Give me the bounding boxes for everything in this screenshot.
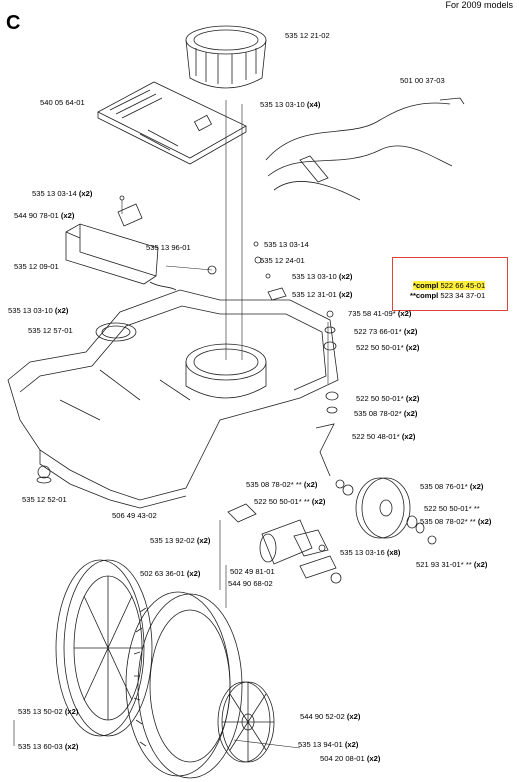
part-label: 535 13 03-10 (x4) [260,100,321,109]
callout-line-1-part: 522 66 45-01 [440,281,486,290]
part-label: 535 13 94-01 (x2) [298,740,359,749]
part-label: 535 08 76-01* (x2) [420,482,484,491]
tire [125,591,243,779]
part-label: 535 13 03-16 (x8) [340,548,401,557]
motor-assembly [227,503,342,584]
part-label: 521 93 31-01* ** (x2) [416,560,488,569]
part-label: 522 50 50-01* ** (x2) [254,497,326,506]
part-label: 502 49 81-01 [230,567,275,576]
part-label: 544 90 68-02 [228,579,273,588]
part-label: 506 49 43-02 [112,511,157,520]
part-label: 522 73 66-01* (x2) [354,327,418,336]
chassis-body [7,289,339,509]
complete-assembly-callout: *compl 522 66 45-01 **compl 523 34 37-01 [392,257,508,311]
wiring-harness [265,97,465,201]
callout-line-2: **compl 523 34 37-01 [410,291,485,300]
wheel-rim [55,559,153,737]
part-label: 540 05 64-01 [40,98,85,107]
part-label: 535 13 50-02 (x2) [18,707,79,716]
part-label: 544 90 78-01 (x2) [14,211,75,220]
hub-cap [217,681,275,763]
axle-hardware [315,310,354,496]
leader-lines [13,100,329,749]
part-label: 522 50 50-01* (x2) [356,394,420,403]
part-label: 535 12 52-01 [22,495,67,504]
part-label: 522 50 48-01* (x2) [352,432,416,441]
battery-pack [65,223,177,291]
callout-line-2-part: 523 34 37-01 [440,291,486,300]
part-label: 535 13 92-02 (x2) [150,536,211,545]
part-label: 735 58 41-09* (x2) [348,309,412,318]
rear-wheel [355,477,437,545]
models-note: For 2009 models [445,0,513,10]
part-label: 535 08 78-02* ** (x2) [420,517,492,526]
part-label: 544 90 52-02 (x2) [300,712,361,721]
part-label: 535 08 78-02* (x2) [354,409,418,418]
part-label: 535 13 96-01 [146,243,191,252]
top-cylinder-part [185,25,267,89]
part-label: 535 13 03-14 [264,240,309,249]
circuit-board [97,81,247,165]
section-letter: C [6,12,21,34]
part-label: 535 12 57-01 [28,326,73,335]
part-label: 535 12 09-01 [14,262,59,271]
part-label: 535 13 03-14 (x2) [32,189,93,198]
part-label: 535 12 21-02 [285,31,330,40]
part-label: 502 63 36-01 (x2) [140,569,201,578]
part-label: 535 13 03-10 (x2) [8,306,69,315]
part-label: 501 00 37-03 [400,76,445,85]
part-label: 535 13 03-10 (x2) [292,272,353,281]
callout-line-1: *compl 522 66 45-01 [413,281,486,290]
part-label: 504 20 08-01 (x2) [320,754,381,763]
part-label: 535 12 31-01 (x2) [292,290,353,299]
part-label: 522 50 50-01* ** [424,504,480,513]
bracket-part [117,195,287,301]
part-label: 522 50 50-01* (x2) [356,343,420,352]
callout-line-1-prefix: *compl [413,281,439,290]
callout-line-2-prefix: **compl [410,291,439,300]
part-label: 535 12 24-01 [260,256,305,265]
part-label: 535 08 78-02* ** (x2) [246,480,318,489]
part-label: 535 13 60-03 (x2) [18,742,79,751]
